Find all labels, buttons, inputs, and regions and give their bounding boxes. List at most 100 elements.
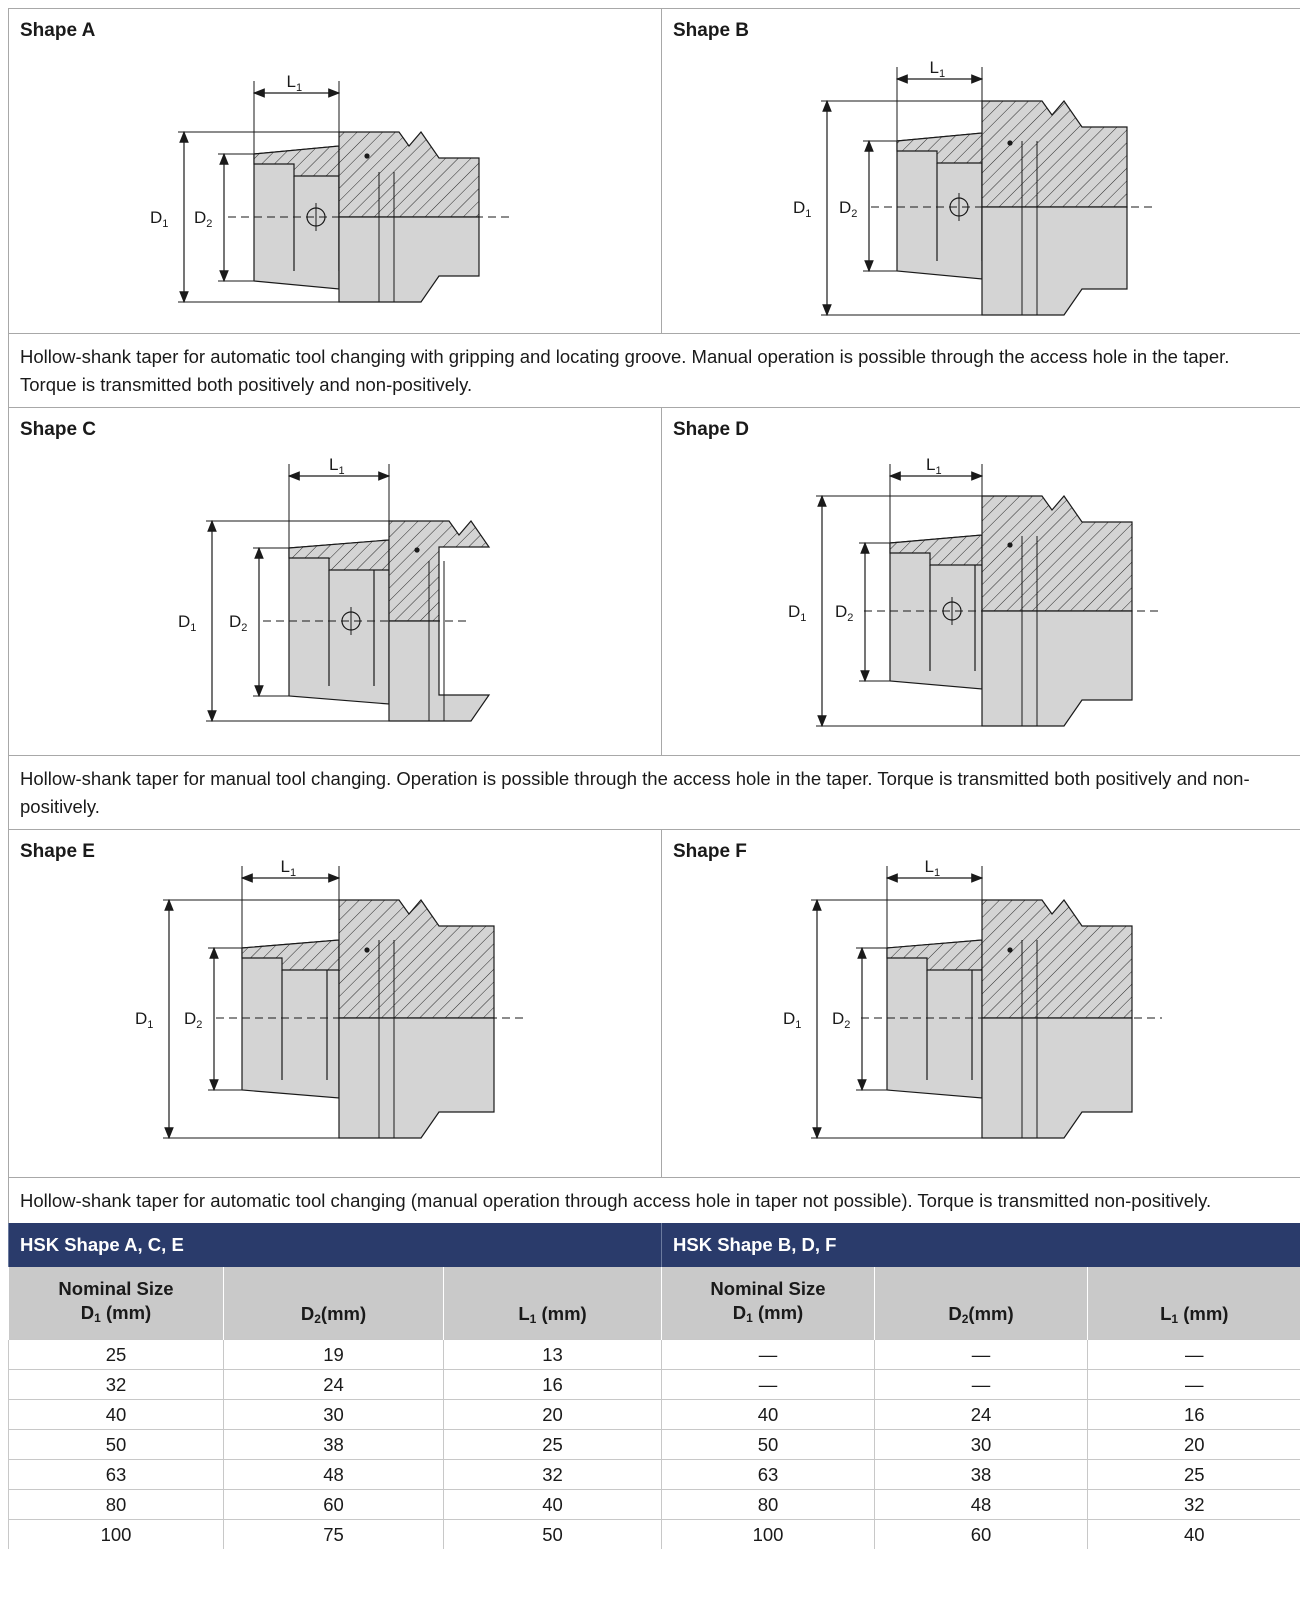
label-l1-symbol: L <box>281 857 290 876</box>
table-cell: 25 <box>443 1429 662 1460</box>
shape-b-title: Shape B <box>673 20 750 41</box>
contact-point <box>364 947 370 953</box>
label-l1: L1 <box>329 455 345 477</box>
bore-outline <box>929 565 976 671</box>
table-cell: 32 <box>443 1459 662 1490</box>
bore-outline <box>926 970 973 1080</box>
col-d2-symbol: D <box>948 1303 962 1324</box>
label-l1-symbol: L <box>926 455 935 474</box>
description-cd-text: Hollow-shank taper for manual tool chang… <box>20 768 1250 817</box>
table-cell: 100 <box>8 1519 224 1549</box>
col-d2-unit: (mm) <box>320 1303 367 1324</box>
table-cell: 50 <box>443 1519 662 1549</box>
shape-a-title: Shape A <box>20 20 96 41</box>
label-d1-subscript: 1 <box>147 1019 153 1031</box>
shape-e-title: Shape E <box>20 841 95 862</box>
description-cd: Hollow-shank taper for manual tool chang… <box>8 755 1300 829</box>
sub-1: 1 <box>94 1310 101 1325</box>
label-l1-subscript: 1 <box>338 465 344 477</box>
col-l1-symbol: L <box>1160 1303 1172 1324</box>
col-nominal-d1-right: Nominal Size D1 (mm) <box>661 1267 875 1340</box>
table-cell: 60 <box>223 1489 444 1520</box>
sub-1: 1 <box>746 1310 753 1325</box>
col-l1-right: L1 (mm) <box>1087 1267 1300 1340</box>
col-d1-unit: (mm) <box>757 1301 804 1323</box>
label-d2: D2 <box>835 602 853 624</box>
flange-body <box>388 620 491 722</box>
label-d2: D2 <box>184 1009 202 1031</box>
shape-a-panel: Shape A D1 D2 L1 <box>8 9 661 333</box>
col-d1-unit: (mm) <box>105 1301 152 1323</box>
col-l1-unit: (mm) <box>541 1303 587 1324</box>
table-cell: 48 <box>223 1459 444 1490</box>
label-d2: D2 <box>839 198 857 220</box>
label-d1-subscript: 1 <box>162 218 168 230</box>
contact-point <box>414 547 420 553</box>
table-cell: 32 <box>8 1369 224 1400</box>
table-cell: 13 <box>443 1339 662 1370</box>
label-d1-subscript: 1 <box>190 622 196 634</box>
col-l1-left: L1 (mm) <box>443 1267 662 1340</box>
label-d2: D2 <box>194 208 212 230</box>
contact-point <box>1007 542 1013 548</box>
flange-section <box>981 495 1133 612</box>
col-d2-right: D2(mm) <box>874 1267 1088 1340</box>
col-d2-unit: (mm) <box>968 1303 1014 1324</box>
label-l1-subscript: 1 <box>939 68 945 80</box>
table-cell: 30 <box>223 1399 444 1430</box>
table-cell: 20 <box>443 1399 662 1430</box>
flange-section <box>388 520 491 622</box>
label-d1: D1 <box>178 612 196 634</box>
table-cell: 25 <box>1087 1459 1300 1490</box>
table-cell: 75 <box>223 1519 444 1549</box>
table-cell: — <box>1087 1339 1300 1370</box>
group-header-bdf: HSK Shape B, D, F <box>661 1223 1300 1267</box>
description-ab-text: Hollow-shank taper for automatic tool ch… <box>20 346 1230 395</box>
label-l1: L1 <box>287 72 303 94</box>
col-d1-symbol: D <box>732 1301 747 1323</box>
bore-outline <box>328 570 375 686</box>
table-cell: 60 <box>874 1519 1088 1549</box>
table-cell: 24 <box>874 1399 1088 1430</box>
label-d1: D1 <box>135 1009 153 1031</box>
label-d1-symbol: D <box>793 198 805 217</box>
table-cell: 40 <box>443 1489 662 1520</box>
table-cell: 63 <box>661 1459 875 1490</box>
label-d2: D2 <box>229 612 247 634</box>
label-d1: D1 <box>783 1009 801 1031</box>
table-cell: 16 <box>443 1369 662 1400</box>
label-d2-symbol: D <box>832 1009 844 1028</box>
table-cell: 24 <box>223 1369 444 1400</box>
shape-c-title: Shape C <box>20 419 97 440</box>
col-nominal-label: Nominal Size <box>710 1277 826 1299</box>
flange-section <box>981 899 1133 1019</box>
label-d1-subscript: 1 <box>800 612 806 624</box>
label-d1-symbol: D <box>150 208 162 227</box>
table-cell: 38 <box>223 1429 444 1460</box>
table-cell: 63 <box>8 1459 224 1490</box>
label-l1-symbol: L <box>930 58 939 77</box>
description-ef: Hollow-shank taper for automatic tool ch… <box>8 1177 1300 1223</box>
description-ef-text: Hollow-shank taper for automatic tool ch… <box>20 1190 1212 1211</box>
shape-d-title: Shape D <box>673 419 750 440</box>
flange-body <box>981 206 1128 316</box>
col-l1-unit: (mm) <box>1183 1303 1229 1324</box>
label-d2-symbol: D <box>229 612 241 631</box>
col-d2-symbol: D <box>300 1303 315 1324</box>
table-cell: — <box>661 1369 875 1400</box>
flange-body <box>981 1017 1133 1139</box>
label-l1: L1 <box>925 857 941 879</box>
bore-outline <box>281 970 328 1080</box>
table-cell: 80 <box>8 1489 224 1520</box>
label-d2-symbol: D <box>839 198 851 217</box>
